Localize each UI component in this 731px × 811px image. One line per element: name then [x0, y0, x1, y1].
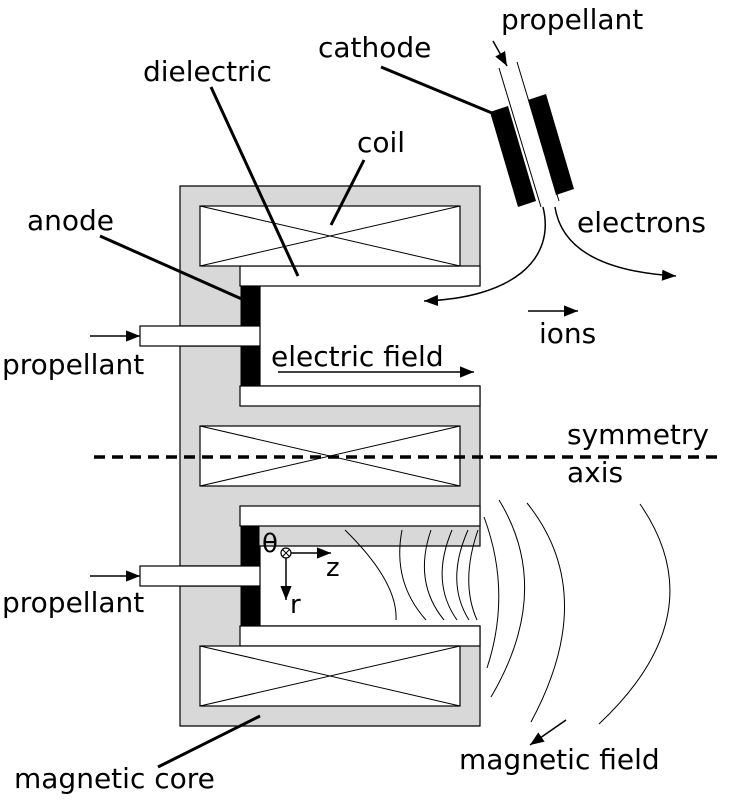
- leader-lines: [99, 65, 493, 769]
- label-electrons: electrons: [577, 206, 706, 239]
- label-propellant-lower: propellant: [2, 586, 144, 619]
- label-r: r: [290, 590, 301, 620]
- label-symmetry-axis-2: axis: [567, 456, 623, 489]
- label-magnetic-field: magnetic field: [459, 743, 660, 776]
- coordinate-axes: [280, 547, 331, 600]
- dielectric-walls: [239, 265, 481, 647]
- label-magnetic-core: magnetic core: [14, 762, 215, 795]
- cathode: [490, 61, 574, 208]
- propellant-arrows: [90, 40, 508, 582]
- coil-bottom: [199, 645, 461, 707]
- label-ions: ions: [539, 317, 596, 350]
- label-propellant-upper: propellant: [2, 348, 144, 381]
- label-cathode: cathode: [318, 31, 431, 64]
- magnetic-field-arrow: [529, 719, 567, 746]
- label-symmetry-axis-1: symmetry: [567, 418, 709, 451]
- label-theta: θ: [262, 529, 278, 559]
- label-coil: coil: [357, 126, 405, 159]
- label-propellant-top: propellant: [501, 3, 643, 36]
- label-dielectric: dielectric: [143, 55, 272, 88]
- label-anode: anode: [27, 204, 114, 237]
- electron-arrows: [423, 206, 677, 307]
- anode-electrodes: [240, 286, 260, 626]
- coil-top: [199, 205, 461, 267]
- label-electric-field: electric field: [271, 340, 444, 373]
- magnetic-field-lines: [344, 499, 671, 725]
- label-z: z: [326, 553, 340, 583]
- propellant-inlet-upper: [139, 325, 261, 347]
- propellant-inlet-lower: [139, 565, 261, 587]
